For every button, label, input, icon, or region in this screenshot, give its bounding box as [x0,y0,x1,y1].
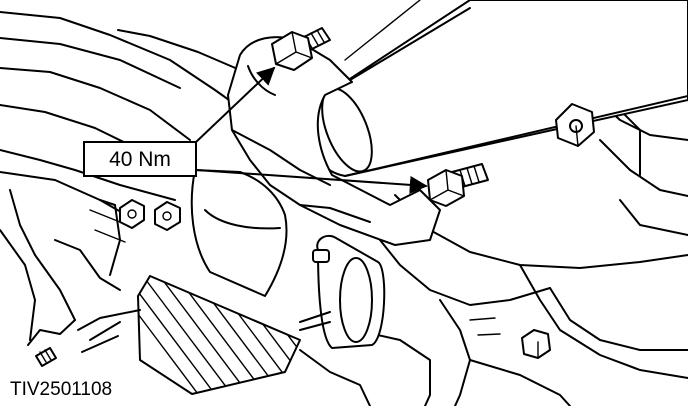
torque-callout: 40 Nm [83,141,197,177]
callout-arrow-icon [195,169,428,194]
figure-id-backdrop [6,376,156,402]
hex-nut-icon [154,201,181,231]
nut-bottom-right [521,329,551,359]
hex-nut-icon [119,199,145,229]
callout-arrows [195,66,428,194]
figure-id: TIV2501108 [10,379,112,400]
torque-callout-box [83,141,197,177]
stud-bolt-lower [427,163,489,207]
sensor-canister [299,234,386,349]
callout-arrow-icon [195,66,276,143]
engine-block-background [0,11,251,346]
small-stud-left [35,347,57,367]
stud-bolt-top [271,27,331,71]
hex-nut-icon [521,329,551,359]
manifold-downpipe [190,169,288,297]
torque-value: 40 Nm [109,148,171,171]
nut-right [555,103,595,147]
nuts-left-pair [119,199,181,231]
chassis-structure [299,89,688,406]
exhaust-pipe [308,0,688,177]
